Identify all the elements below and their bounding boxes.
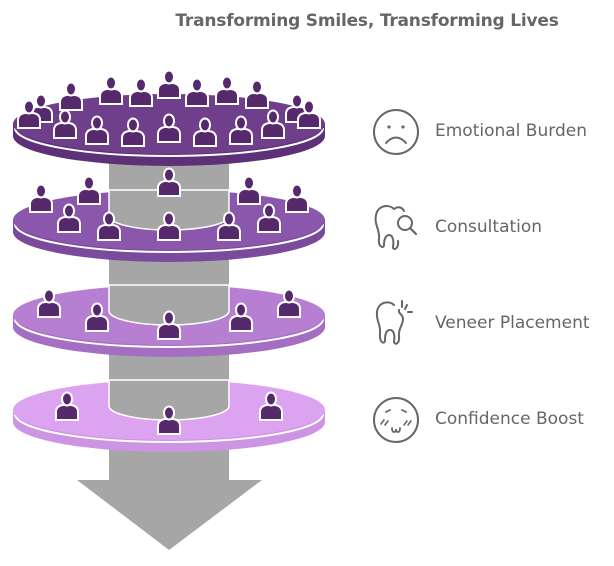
person-icon <box>157 69 181 99</box>
person-icon <box>157 113 181 143</box>
sad-face-icon <box>373 109 419 155</box>
person-icon <box>85 302 109 332</box>
person-icon <box>229 115 253 145</box>
person-icon <box>129 77 153 107</box>
person-icon <box>29 183 53 213</box>
level-label-confidence-boost: Confidence Boost <box>435 409 584 429</box>
person-icon <box>121 117 145 147</box>
tooth-sparkle-icon <box>375 300 413 345</box>
person-icon <box>185 77 209 107</box>
person-icon <box>245 79 269 109</box>
person-icon <box>53 109 77 139</box>
person-icon <box>217 211 241 241</box>
down-arrow <box>77 440 262 550</box>
person-icon <box>261 109 285 139</box>
level-label-veneer-placement: Veneer Placement <box>435 313 590 333</box>
person-icon <box>297 99 321 129</box>
person-icon <box>237 175 261 205</box>
person-icon <box>259 391 283 421</box>
person-icon <box>285 183 309 213</box>
person-icon <box>193 117 217 147</box>
person-icon <box>229 302 253 332</box>
person-icon <box>215 75 239 105</box>
person-icon <box>59 81 83 111</box>
person-icon <box>57 203 81 233</box>
tooth-search-icon <box>374 205 418 250</box>
person-icon <box>257 203 281 233</box>
person-icon <box>85 115 109 145</box>
person-icon <box>55 391 79 421</box>
person-icon <box>99 75 123 105</box>
person-icon <box>157 405 181 435</box>
person-icon <box>157 211 181 241</box>
person-icon <box>37 288 61 318</box>
level-label-emotional-burden: Emotional Burden <box>435 121 587 141</box>
blushing-face-icon <box>373 397 419 443</box>
level-label-consultation: Consultation <box>435 217 543 237</box>
person-icon <box>157 167 181 197</box>
person-icon <box>157 310 181 340</box>
person-icon <box>277 288 301 318</box>
person-icon <box>17 99 41 129</box>
diagram-title: Transforming Smiles, Transforming Lives <box>175 11 559 31</box>
person-icon <box>77 175 101 205</box>
person-icon <box>97 211 121 241</box>
